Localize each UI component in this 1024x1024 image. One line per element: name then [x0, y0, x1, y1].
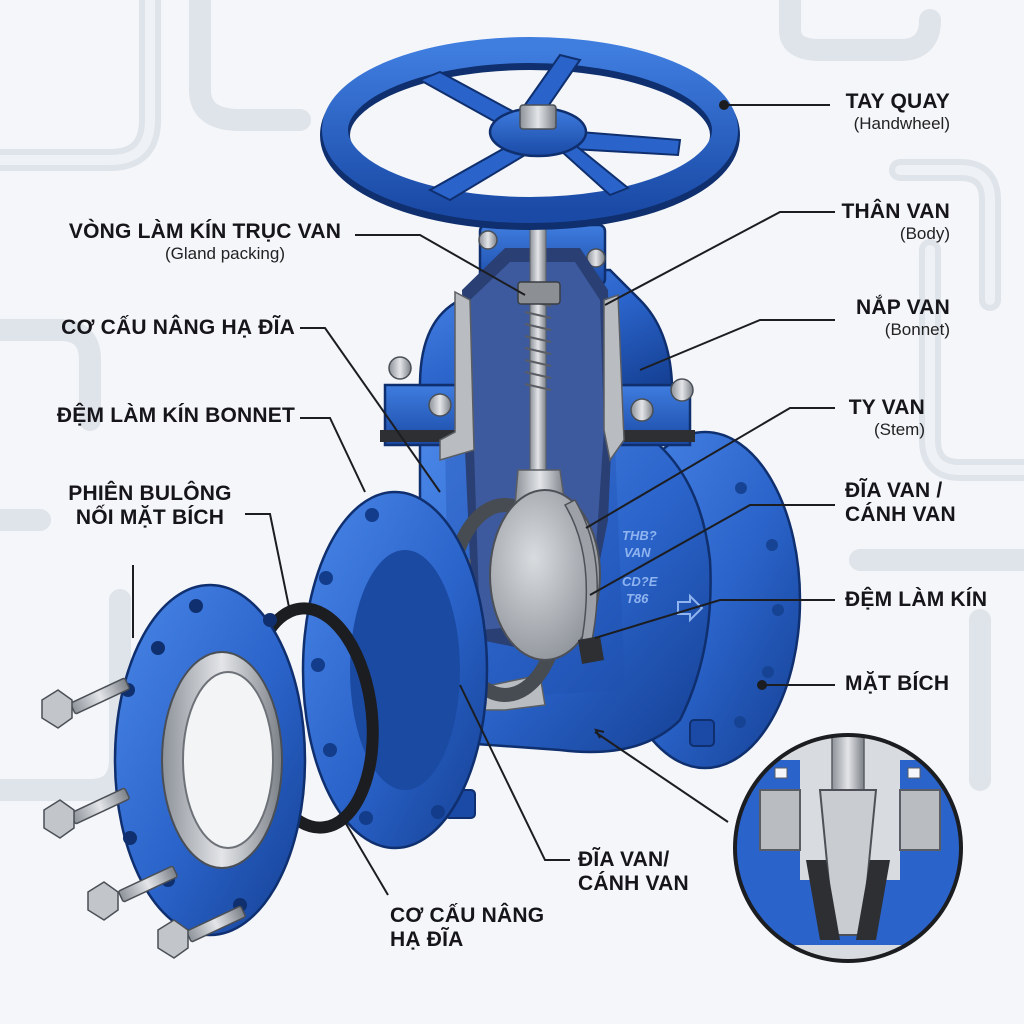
- label-flange-bolts: PHIÊN BULÔNG NỐI MẶT BÍCH: [55, 482, 245, 530]
- label-bonnet-gasket-vi: ĐỆM LÀM KÍN BONNET: [20, 404, 295, 428]
- label-bonnet-gasket: ĐỆM LÀM KÍN BONNET: [20, 404, 295, 428]
- marking-line-4: T86: [626, 591, 649, 606]
- label-handwheel-vi: TAY QUAY: [720, 90, 950, 114]
- label-lifting-bottom-line2: HẠ ĐĨA: [390, 928, 590, 952]
- label-seal-vi: ĐỆM LÀM KÍN: [845, 588, 1015, 612]
- label-lifting-left-vi: CƠ CẤU NÂNG HẠ ĐĨA: [20, 316, 295, 340]
- label-flange-bolts-line1: PHIÊN BULÔNG: [55, 482, 245, 506]
- label-bonnet-vi: NẮP VAN: [720, 296, 950, 320]
- handwheel: [335, 50, 725, 215]
- label-gland-vi: VÒNG LÀM KÍN TRỤC VAN: [60, 220, 350, 244]
- label-disc-right-line2: CÁNH VAN: [845, 503, 1015, 527]
- label-flange: MẶT BÍCH: [845, 672, 1015, 696]
- detail-inset: [730, 735, 970, 965]
- label-disc-right: ĐĨA VAN / CÁNH VAN: [845, 479, 1015, 527]
- label-handwheel: TAY QUAY (Handwheel): [720, 90, 950, 134]
- label-stem-vi: TY VAN: [720, 396, 925, 420]
- valve-left-flange: [303, 492, 487, 848]
- label-bonnet: NẮP VAN (Bonnet): [720, 296, 950, 340]
- label-bonnet-en: (Bonnet): [720, 320, 950, 340]
- label-disc-bottom-line2: CÁNH VAN: [578, 872, 738, 896]
- marking-line-2: VAN: [624, 545, 651, 560]
- label-seal: ĐỆM LÀM KÍN: [845, 588, 1015, 612]
- label-disc-bottom-line1: ĐĨA VAN/: [578, 848, 738, 872]
- label-lifting-bottom-line1: CƠ CẤU NÂNG: [390, 904, 590, 928]
- label-handwheel-en: (Handwheel): [720, 114, 950, 134]
- label-gland-packing: VÒNG LÀM KÍN TRỤC VAN (Gland packing): [60, 220, 350, 264]
- marking-line-1: THB?: [622, 528, 657, 543]
- label-flange-vi: MẶT BÍCH: [845, 672, 1015, 696]
- label-body: THÂN VAN (Body): [720, 200, 950, 244]
- label-stem: TY VAN (Stem): [720, 396, 925, 440]
- label-body-en: (Body): [720, 224, 950, 244]
- label-lifting-bottom: CƠ CẤU NÂNG HẠ ĐĨA: [390, 904, 590, 952]
- marking-line-3: CD?E: [622, 574, 658, 589]
- label-flange-bolts-line2: NỐI MẶT BÍCH: [55, 506, 245, 530]
- label-disc-right-line1: ĐĨA VAN /: [845, 479, 1015, 503]
- label-stem-en: (Stem): [720, 420, 925, 440]
- label-lifting-left: CƠ CẤU NÂNG HẠ ĐĨA: [20, 316, 295, 340]
- label-body-vi: THÂN VAN: [720, 200, 950, 224]
- label-gland-en: (Gland packing): [60, 244, 350, 264]
- label-disc-bottom: ĐĨA VAN/ CÁNH VAN: [578, 848, 738, 896]
